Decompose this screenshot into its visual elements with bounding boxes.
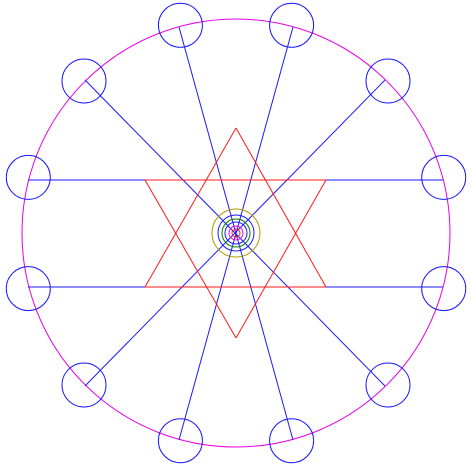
small-circle-3 [61, 58, 107, 104]
center-ring-2 [217, 214, 255, 252]
red-star-edge-3 [144, 179, 237, 339]
red-star-edge-4 [235, 179, 327, 339]
blue-line-4 [84, 79, 386, 387]
red-star-edge-6 [235, 127, 327, 288]
red-star-layer [144, 127, 327, 339]
blue-lines-layer [28, 26, 443, 441]
small-circle-12 [365, 58, 411, 104]
outer-circle [21, 18, 451, 448]
small-circle-6 [61, 362, 107, 408]
small-circle-4 [5, 154, 51, 200]
small-circle-9 [365, 362, 411, 408]
center-ring-4 [224, 221, 248, 245]
small-circle-7 [157, 418, 203, 464]
small-circle-10 [421, 266, 467, 312]
center-rings-layer [211, 208, 261, 258]
small-circle-2 [157, 2, 203, 48]
center-ring-5 [228, 225, 244, 241]
small-circle-11 [421, 154, 467, 200]
small-circle-8 [269, 418, 315, 464]
center-ring-6 [231, 228, 241, 238]
small-circle-5 [5, 266, 51, 312]
center-ring-1 [211, 208, 261, 258]
small-circle-1 [269, 2, 315, 48]
small-circles-layer [5, 2, 467, 464]
red-star-edge-5 [144, 127, 237, 288]
center-ring-3 [221, 218, 251, 248]
outer-circle-layer [21, 18, 451, 448]
